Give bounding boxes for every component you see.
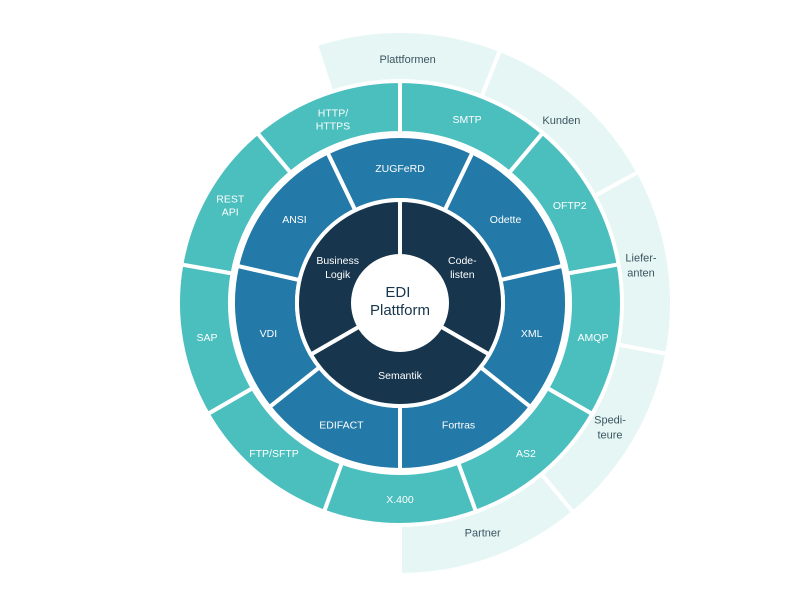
segment-x400: X.400 [321, 460, 479, 527]
segment-xml-label: XML [521, 328, 543, 340]
segment-http-https-label: HTTP/HTTPS [316, 107, 350, 132]
segment-smtp-label-line: SMTP [452, 114, 481, 126]
segment-http-https-shape [254, 78, 402, 176]
segment-business-logik-label-line: Business [316, 255, 359, 267]
segment-fortras-label-line: Fortras [442, 420, 475, 432]
segment-http-https-label-line: HTTPS [316, 120, 350, 132]
segment-partner-label-line: Partner [465, 528, 501, 540]
segment-ansi-label: ANSI [282, 214, 307, 226]
segment-ansi-label-line: ANSI [282, 214, 307, 226]
segment-semantik-label-line: Semantik [378, 370, 423, 382]
segment-kunden-label: Kunden [542, 115, 580, 127]
segment-semantik-shape [308, 300, 492, 408]
segment-spediteure-label-line: teure [597, 430, 622, 442]
segment-partner-label: Partner [465, 528, 501, 540]
segment-spediteure-label-line: Spedi- [594, 415, 626, 427]
segment-oftp2-label: OFTP2 [553, 200, 587, 212]
segment-code-listen-label: Code-listen [448, 255, 477, 281]
segment-odette-label: Odette [490, 214, 522, 226]
segment-edifact-label-line: EDIFACT [319, 420, 364, 432]
segment-as2-label-line: AS2 [516, 448, 536, 460]
segment-plattformen-label: Plattformen [380, 54, 436, 66]
segment-http-https-label-line: HTTP/ [318, 107, 348, 119]
segment-code-listen-label-line: Code- [448, 255, 477, 267]
segment-smtp-label: SMTP [452, 114, 481, 126]
segment-amqp-label-line: AMQP [578, 332, 609, 344]
segment-vdi-label: VDI [260, 328, 278, 340]
center-label-line: Plattform [370, 302, 430, 319]
center-label: EDI Plattform [370, 284, 430, 319]
segment-zugferd-label-line: ZUGFeRD [375, 163, 425, 175]
center-label-line: EDI [385, 284, 410, 301]
segment-as2-label: AS2 [516, 448, 536, 460]
segment-ftp-sftp-label: FTP/SFTP [249, 448, 299, 460]
segment-edifact-label: EDIFACT [319, 420, 364, 432]
segment-amqp-label: AMQP [578, 332, 609, 344]
segment-rest-api-label-line: REST [216, 194, 245, 206]
segment-sap-label: SAP [196, 332, 217, 344]
segment-zugferd-label: ZUGFeRD [375, 163, 425, 175]
segment-rest-api-label-line: API [222, 207, 239, 219]
segment-lieferanten-label-line: Liefer- [625, 252, 657, 264]
segment-semantik: Semantik [308, 300, 492, 408]
segment-lieferanten-label-line: anten [627, 267, 655, 279]
segment-code-listen-label-line: listen [450, 269, 475, 281]
segment-business-logik-label-line: Logik [325, 269, 351, 281]
center-circle [351, 254, 449, 352]
segment-vdi-label-line: VDI [260, 328, 278, 340]
segment-oftp2-label-line: OFTP2 [553, 200, 587, 212]
segment-x400-label: X.400 [386, 494, 414, 506]
segment-plattformen-label-line: Plattformen [380, 54, 436, 66]
segment-ftp-sftp-label-line: FTP/SFTP [249, 448, 299, 460]
segment-kunden-label-line: Kunden [542, 115, 580, 127]
segment-sap-label-line: SAP [196, 332, 217, 344]
segment-semantik-label: Semantik [378, 370, 423, 382]
segment-odette-label-line: Odette [490, 214, 522, 226]
segment-x400-label-line: X.400 [386, 494, 414, 506]
center-hub: EDI Plattform [351, 254, 449, 352]
segment-fortras-label: Fortras [442, 420, 475, 432]
segment-http-https: HTTP/HTTPS [254, 78, 402, 176]
segment-xml-label-line: XML [521, 328, 543, 340]
segment-lieferanten-label: Liefer-anten [625, 252, 657, 279]
segment-spediteure-label: Spedi-teure [594, 415, 626, 442]
